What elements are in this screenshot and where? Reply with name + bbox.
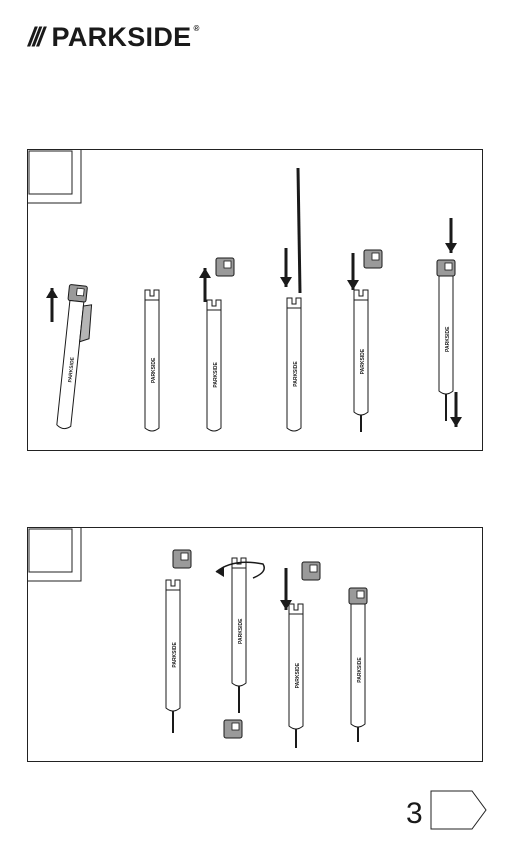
registered-mark: ® <box>193 24 199 33</box>
figure-1-label-box <box>28 150 81 203</box>
tool-4: PARKSIDE <box>287 298 301 431</box>
tool-open-head <box>354 290 368 300</box>
arrow-up-icon <box>199 268 211 302</box>
tool-open-head <box>287 298 301 308</box>
tool-4: PARKSIDE <box>349 588 367 742</box>
tool-logo-text: PARKSIDE <box>172 642 178 668</box>
tool-6: PARKSIDE <box>437 260 455 421</box>
tool-2: PARKSIDE <box>145 290 159 431</box>
cap-window <box>310 565 317 572</box>
brand-logo: /// PARKSIDE ® <box>28 22 199 53</box>
tool-logo-text: PARKSIDE <box>238 618 244 644</box>
tool-logo-text: PARKSIDE <box>213 362 219 388</box>
loose-cap <box>302 562 320 580</box>
cap-window <box>76 288 84 296</box>
rotate-arrow-head <box>216 566 224 577</box>
tool-open-head <box>166 580 180 590</box>
cap-window <box>372 253 379 260</box>
figure-1-label-inner <box>29 151 72 194</box>
brand-slashes: /// <box>28 22 42 53</box>
arrow-up-icon <box>46 288 58 322</box>
figure-2-label-box <box>28 528 81 581</box>
cap-window <box>445 263 452 270</box>
tool-1-with-clip: PARKSIDE <box>55 284 95 430</box>
arrow-down-icon <box>450 392 462 427</box>
arrow-down-icon-head <box>450 417 462 427</box>
tool-1: PARKSIDE <box>166 580 180 733</box>
loose-cap <box>173 550 191 568</box>
arrow-up-icon-head <box>199 268 211 278</box>
page-number: 3 <box>406 797 423 831</box>
tool-logo-text: PARKSIDE <box>357 657 363 683</box>
arrow-down-icon <box>347 253 359 290</box>
loose-cap <box>224 720 242 738</box>
lead-refill <box>298 168 300 293</box>
tool-3: PARKSIDE <box>289 604 303 748</box>
arrow-down-icon <box>445 218 457 253</box>
tool-logo-text: PARKSIDE <box>445 326 451 352</box>
cap-window <box>357 591 364 598</box>
tool-open-head <box>289 604 303 614</box>
arrow-down-icon-head <box>280 277 292 287</box>
tool-logo-text: PARKSIDE <box>151 357 157 383</box>
loose-cap <box>216 258 234 276</box>
tool-open-head <box>145 290 159 300</box>
figure-panel-1: PARKSIDE PARKSIDE PARKSIDE PARKSIDE PARKSIDE… <box>27 149 483 451</box>
cap-window <box>181 553 188 560</box>
arrow-down-icon-head <box>445 243 457 253</box>
tool-logo-text: PARKSIDE <box>293 361 299 387</box>
tool-5: PARKSIDE <box>354 290 368 432</box>
figure-2-illustration: PARKSIDE PARKSIDE PARKSIDE PARKSIDE <box>28 528 482 761</box>
cap-window <box>224 261 231 268</box>
tool-open-head <box>207 300 221 310</box>
arrow-down-icon-head <box>347 280 359 290</box>
tool-logo-text: PARKSIDE <box>360 348 366 374</box>
tool-2: PARKSIDE <box>232 558 246 713</box>
figure-1-illustration: PARKSIDE PARKSIDE PARKSIDE PARKSIDE PARKSIDE… <box>28 150 482 450</box>
figure-panel-2: PARKSIDE PARKSIDE PARKSIDE PARKSIDE <box>27 527 483 762</box>
figure-2-label-inner <box>29 529 72 572</box>
tool-logo-text: PARKSIDE <box>295 662 301 688</box>
arrow-up-icon-head <box>46 288 58 298</box>
page-tab-arrow-icon <box>430 790 488 830</box>
loose-cap <box>364 250 382 268</box>
tool-3: PARKSIDE <box>207 300 221 431</box>
cap-window <box>232 723 239 730</box>
brand-name: PARKSIDE <box>52 22 192 53</box>
arrow-down-icon <box>280 248 292 287</box>
